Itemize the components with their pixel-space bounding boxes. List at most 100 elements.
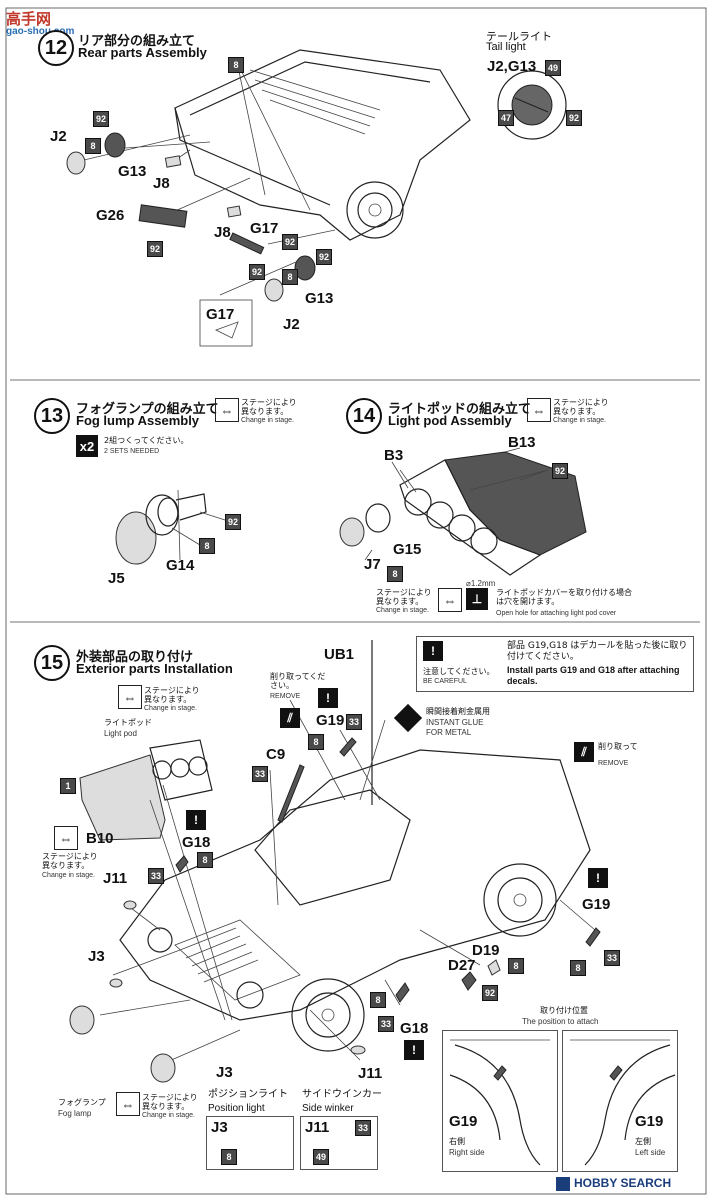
caution-icon: ! — [404, 1040, 424, 1060]
part-label: G13 — [305, 290, 334, 307]
remove-note-jp: 削り取ってください。 — [270, 672, 326, 690]
hole-note-en: Open hole for attaching light pod cover — [496, 610, 617, 617]
paint-code: 8 — [221, 1149, 237, 1165]
part-label: J5 — [108, 570, 125, 587]
part-label: D27 — [448, 957, 476, 974]
stage-note-jp: ステージにより異なります。 — [142, 1093, 198, 1111]
stage-arrow-icon: ⇔ — [438, 588, 462, 612]
part-label: B3 — [384, 447, 404, 464]
part-label: J3 — [211, 1119, 228, 1136]
step-12-title-jp: リア部分の組み立て — [78, 34, 196, 49]
part-label: J11 — [103, 870, 128, 887]
drill-icon: ⊥ — [466, 588, 488, 610]
side-winker-box: J11 33 49 — [300, 1116, 378, 1170]
attach-position-title-en: The position to attach — [522, 1017, 599, 1026]
stage-note-jp: ステージにより異なります。 — [42, 852, 98, 870]
right-side-en: Right side — [449, 1148, 485, 1157]
step-12-title-en: Rear parts Assembly — [78, 45, 207, 60]
caution-en: BE CAREFUL — [423, 678, 467, 685]
stage-note-jp: ステージにより異なります。 — [553, 398, 609, 416]
stage-arrow-icon: ⇔ — [54, 826, 78, 850]
caution-icon: ! — [186, 810, 206, 830]
step-15-number: 15 — [34, 645, 70, 681]
sets-note-jp: 2組つくってください。 — [104, 436, 189, 445]
stage-note-jp: ステージにより異なります。 — [241, 398, 297, 416]
light-pod-label-jp: ライトポッド — [104, 718, 152, 727]
paint-code: 49 — [545, 60, 561, 76]
times-two-badge: x2 — [76, 435, 98, 457]
glue-note-jp: 瞬間接着剤金属用 — [426, 707, 490, 716]
caution-jp: 注意してください。 — [423, 667, 495, 676]
stage-note-en: Change in stage. — [144, 705, 197, 712]
paint-code: 33 — [148, 868, 164, 884]
part-label: B13 — [508, 434, 536, 451]
paint-code: 47 — [498, 110, 514, 126]
remove-note-jp: 削り取って — [598, 742, 638, 751]
paint-code: 92 — [225, 514, 241, 530]
position-light-title-en: Position light — [208, 1103, 265, 1114]
part-label: J3 — [88, 948, 105, 965]
taillight-title-en: Tail light — [486, 41, 526, 53]
paint-code: 8 — [199, 538, 215, 554]
stage-note-jp: ステージにより異なります。 — [376, 588, 432, 606]
paint-code: 33 — [378, 1016, 394, 1032]
left-side-panel: G19 左側 Left side — [562, 1030, 678, 1172]
side-winker-title-en: Side winker — [302, 1103, 354, 1114]
stage-arrow-icon: ⇔ — [215, 398, 239, 422]
part-label: G19 — [635, 1113, 664, 1130]
remove-note-en: REMOVE — [598, 760, 629, 767]
part-label: D19 — [472, 942, 500, 959]
paint-code: 8 — [282, 269, 298, 285]
part-label: G15 — [393, 541, 422, 558]
paint-code: 92 — [316, 249, 332, 265]
part-label: UB1 — [324, 646, 355, 663]
paint-code: 8 — [508, 958, 524, 974]
paint-code: 33 — [252, 766, 268, 782]
side-winker-title-jp: サイドウインカー — [302, 1089, 382, 1100]
stage-arrow-icon: ⇔ — [527, 398, 551, 422]
glue-note-en: INSTANT GLUE FOR METAL — [426, 718, 484, 737]
stage-note-en: Change in stage. — [241, 417, 294, 424]
step-15-title-jp: 外装部品の取り付け — [76, 650, 194, 665]
part-label: J8 — [214, 224, 231, 241]
part-label: J11 — [358, 1065, 383, 1082]
decal-caution-box: ! 注意してください。 BE CAREFUL 部品 G19,G18 はデカールを… — [416, 636, 694, 692]
caution-icon: ! — [588, 868, 608, 888]
stage-note-en: Change in stage. — [42, 872, 95, 879]
caution-icon: ! — [318, 688, 338, 708]
paint-code: 1 — [60, 778, 76, 794]
part-label: C9 — [266, 746, 286, 763]
left-side-en: Left side — [635, 1148, 666, 1157]
stage-arrow-icon: ⇔ — [116, 1092, 140, 1116]
part-label: G26 — [96, 207, 125, 224]
part-label: G19 — [449, 1113, 478, 1130]
watermark-url: gao-shou.com — [6, 26, 75, 37]
part-label: B10 — [86, 830, 114, 847]
step-12-number: 12 — [38, 30, 74, 66]
stage-note-en: Change in stage. — [553, 417, 606, 424]
paint-code: 8 — [370, 992, 386, 1008]
paint-code: 33 — [346, 714, 362, 730]
paint-code: 33 — [604, 950, 620, 966]
paint-code: 92 — [147, 241, 163, 257]
step-14-number: 14 — [346, 398, 382, 434]
fog-lamp-label-jp: フォグランプ — [58, 1098, 106, 1107]
paint-code: 92 — [566, 110, 582, 126]
part-label: J2 — [50, 128, 67, 145]
watermark-cn: 高手网 — [6, 11, 52, 28]
light-pod-label-en: Light pod — [104, 729, 137, 738]
knife-icon: ⫽ — [574, 742, 594, 762]
paint-code: 8 — [197, 852, 213, 868]
part-label: G17 — [250, 220, 279, 237]
step-14-title-en: Light pod Assembly — [388, 413, 512, 428]
part-label: G18 — [400, 1020, 429, 1037]
attach-position-title-jp: 取り付け位置 — [540, 1006, 588, 1015]
step-13-number: 13 — [34, 398, 70, 434]
step-13-title-en: Fog lump Assembly — [76, 413, 200, 428]
stage-note-en: Change in stage. — [142, 1112, 195, 1119]
stage-note-en: Change in stage. — [376, 607, 429, 614]
paint-code: 8 — [387, 566, 403, 582]
watermark-brand: HOBBY SEARCH — [574, 1176, 672, 1190]
paint-code: 92 — [249, 264, 265, 280]
